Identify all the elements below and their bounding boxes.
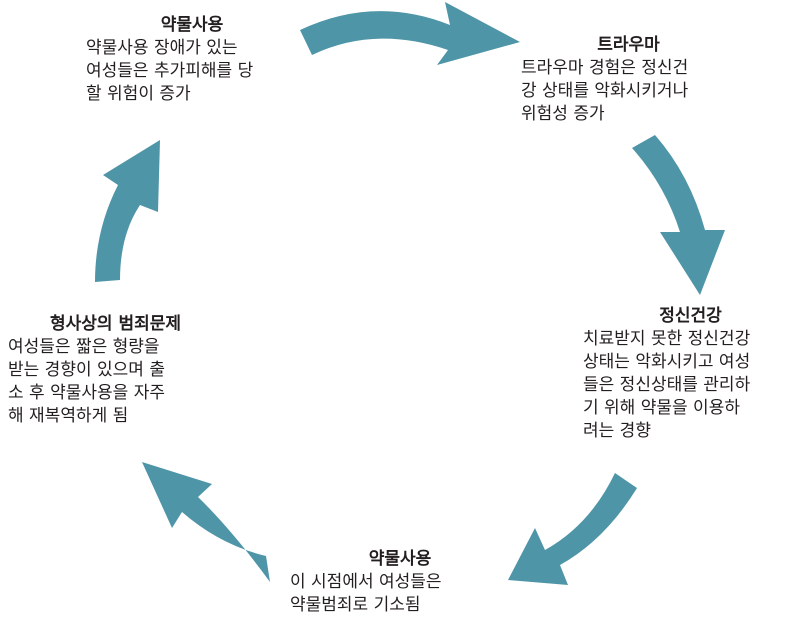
node-title: 정신건강 <box>659 306 722 326</box>
node-trauma: 트라우마 트라우마 경험은 정신건 강 상태를 악화시키거나 위험성 증가 <box>521 34 736 126</box>
node-title: 약물사용 <box>368 549 432 569</box>
node-title: 약물사용 <box>160 15 224 35</box>
arrow-lower-left <box>142 462 270 582</box>
arrow-top <box>300 2 520 65</box>
node-description: 약물사용 장애가 있는 여성들은 추가피해를 당 할 위험이 증가 <box>86 38 254 104</box>
node-mental-health: 정신건강 치료받지 못한 정신건강 상태는 악화시키고 여성 들은 정신상태를 … <box>583 305 798 443</box>
arrow-left <box>95 140 160 282</box>
node-substance-use-top: 약물사용 약물사용 장애가 있는 여성들은 추가피해를 당 할 위험이 증가 <box>86 14 298 106</box>
node-description: 이 시점에서 여성들은 약물범죄로 기소됨 <box>290 572 442 615</box>
node-criminal-justice: 형사상의 범죄문제 여성들은 짧은 형량을 받는 경향이 있으며 출 소 후 약… <box>8 313 223 428</box>
node-substance-use-bottom: 약물사용 이 시점에서 여성들은 약물범죄로 기소됨 <box>290 548 510 617</box>
node-title: 트라우마 <box>597 35 660 55</box>
arrow-upper-right <box>632 135 725 295</box>
node-title: 형사상의 범죄문제 <box>49 314 182 334</box>
node-description: 여성들은 짧은 형량을 받는 경향이 있으며 출 소 후 약물사용을 자주 해 … <box>8 337 165 426</box>
node-description: 치료받지 못한 정신건강 상태는 악화시키고 여성 들은 정신상태를 관리하 기… <box>583 329 751 441</box>
node-description: 트라우마 경험은 정신건 강 상태를 악화시키거나 위험성 증가 <box>521 58 689 124</box>
arrow-lower-right <box>508 473 637 585</box>
